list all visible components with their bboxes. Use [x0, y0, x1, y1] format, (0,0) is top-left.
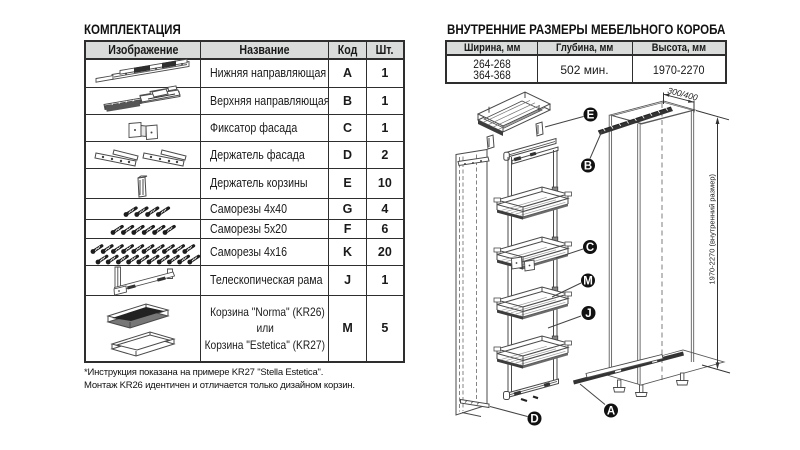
svg-text:B: B [584, 161, 592, 173]
svg-text:M: M [583, 276, 593, 288]
svg-text:300/400: 300/400 [666, 85, 699, 102]
svg-text:E: E [587, 110, 595, 122]
svg-text:1970-2270 (внутренний размер): 1970-2270 (внутренний размер) [708, 173, 717, 284]
svg-text:D: D [530, 414, 538, 426]
svg-text:C: C [586, 242, 594, 254]
svg-text:J: J [585, 308, 591, 320]
svg-text:A: A [607, 406, 615, 418]
